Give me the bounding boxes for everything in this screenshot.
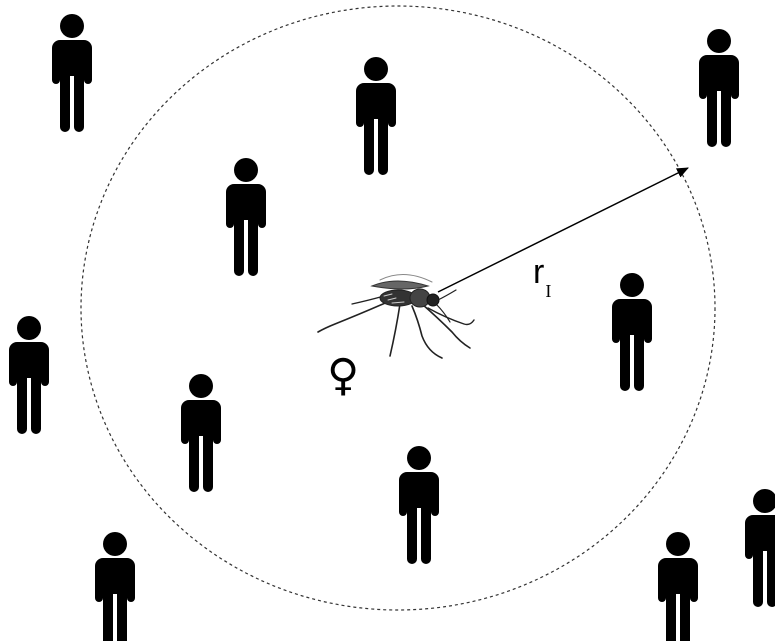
person-icon: [658, 532, 698, 641]
person-icon: [699, 29, 739, 147]
radius-arrow: [438, 168, 688, 292]
person-icon: [399, 446, 439, 564]
person-icon: [226, 158, 266, 276]
infection-radius-label: rI: [533, 255, 551, 300]
radius-symbol: r: [533, 253, 544, 291]
person-icon: [356, 57, 396, 175]
person-icon: [9, 316, 49, 434]
person-icon: [612, 273, 652, 391]
person-icon: [181, 374, 221, 492]
female-symbol-icon: ♀: [327, 354, 359, 398]
person-icon: [52, 14, 92, 132]
person-icon: [745, 489, 775, 607]
radius-subscript: I: [545, 281, 551, 301]
mosquito-icon: [318, 274, 474, 358]
person-icon: [95, 532, 135, 641]
